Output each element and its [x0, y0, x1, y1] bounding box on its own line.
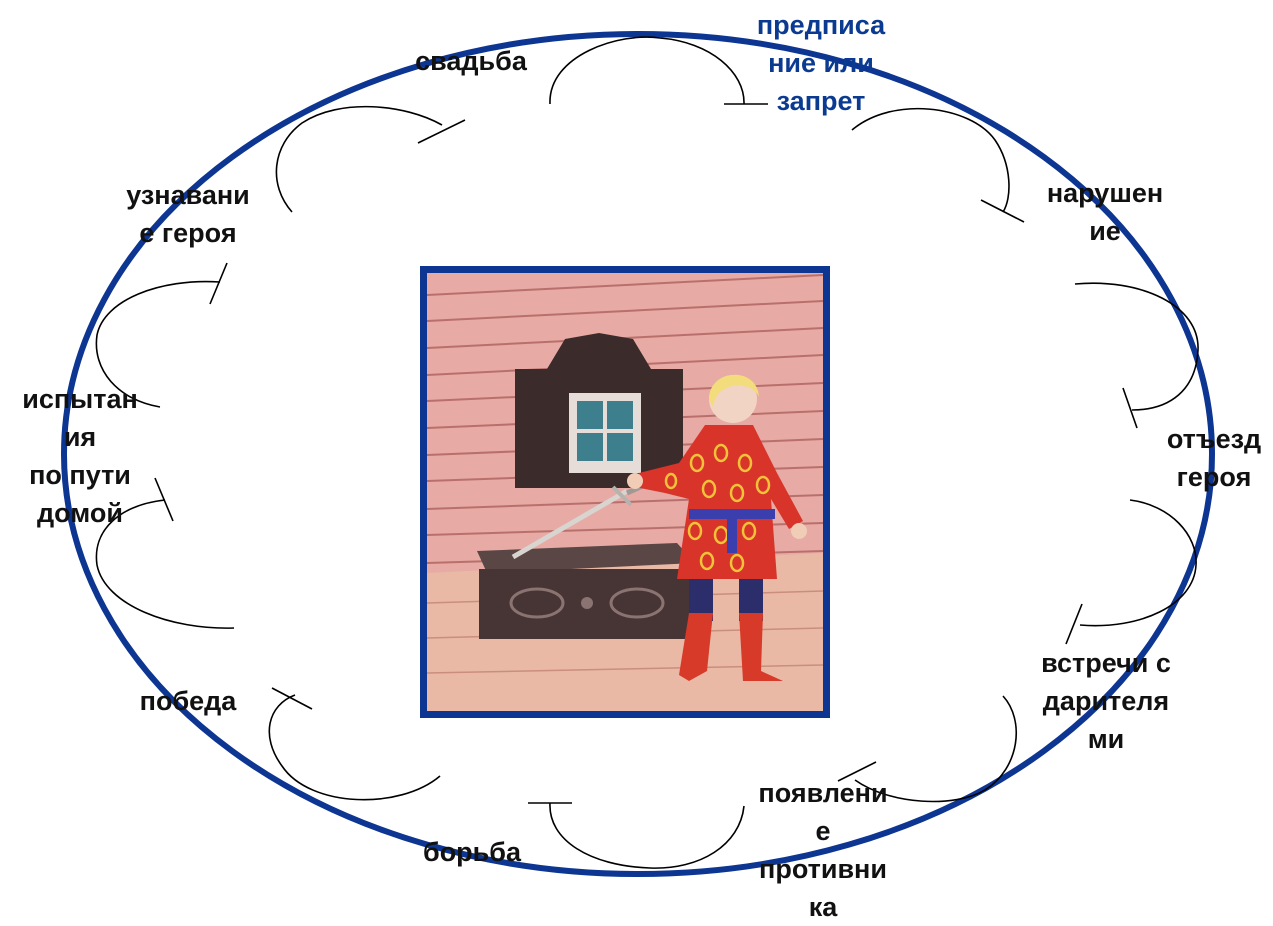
- stage-recognition-label: узнавани е героя: [126, 180, 250, 248]
- stage-violation-label: нарушен ие: [1046, 178, 1164, 246]
- chest: [477, 543, 695, 639]
- stage-victory-label: победа: [139, 686, 237, 716]
- arrow-bottom-left: [268, 687, 441, 801]
- stage-departure-label: отъезд героя: [1166, 424, 1262, 492]
- arrow-top-right: [851, 107, 1025, 223]
- cycle-arrows: [95, 36, 1199, 869]
- arrow-right-lower: [1065, 499, 1197, 645]
- stage-fight-label: борьба: [423, 837, 521, 867]
- arrow-bottom-right: [837, 695, 1018, 803]
- cycle-ring: [61, 31, 1215, 877]
- arrow-top: [549, 36, 768, 105]
- arrow-top-left: [275, 105, 466, 213]
- arrow-left-lower: [95, 477, 235, 629]
- illustration-art: [427, 273, 823, 711]
- stage-wedding-label: свадьба: [415, 46, 527, 76]
- stage-trials-label: испытан ия по пути домой: [22, 384, 138, 528]
- window: [515, 333, 683, 488]
- arrow-left-upper: [95, 262, 228, 408]
- arrow-right-upper: [1074, 282, 1199, 429]
- arrow-bottom: [528, 802, 745, 869]
- hero-figure: [627, 374, 807, 681]
- stage-donors-label: встречи с дарителя ми: [1041, 648, 1171, 754]
- stage-opponent-label: появлени е противни ка: [758, 778, 888, 922]
- stage-prescription-label: предписа ние или запрет: [756, 10, 886, 116]
- hero-illustration: [420, 266, 830, 718]
